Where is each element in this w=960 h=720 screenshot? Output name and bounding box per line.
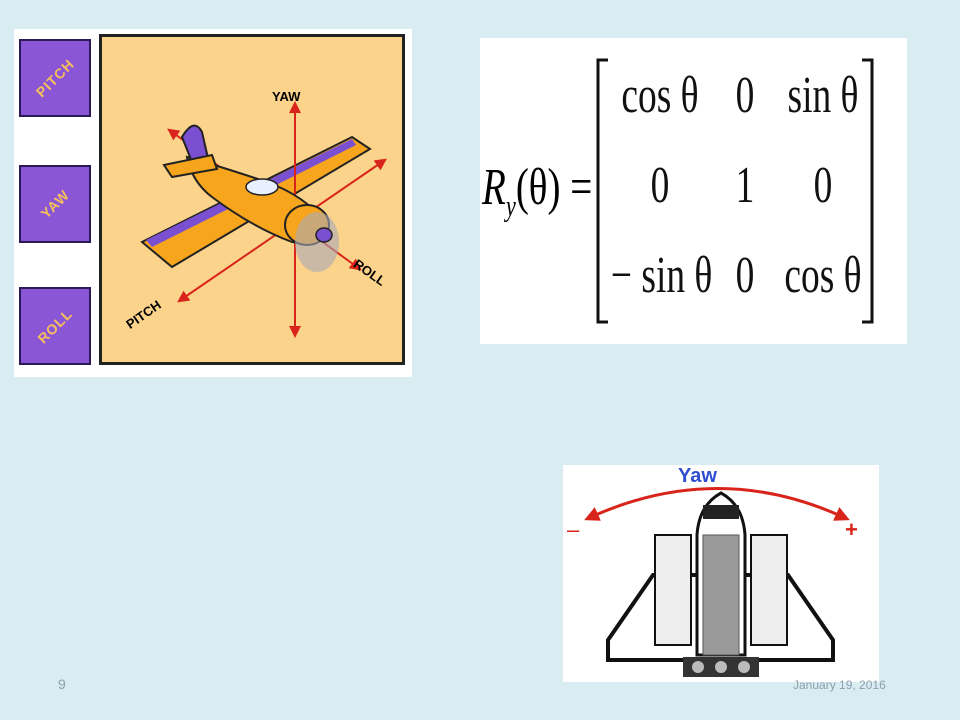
matrix-cell-2-0: − sin θ [610,247,713,304]
matrix-cell-2-1: 0 [735,247,755,304]
left-booster [654,534,692,646]
matrix-cell-2-2: cos θ [784,247,862,304]
matrix-cell-0-0: cos θ [621,67,699,124]
matrix-cell-1-0: 0 [650,157,670,214]
page-number: 9 [58,676,66,692]
yaw-arc-arrow [584,487,850,521]
roll-button[interactable]: ROLL [19,287,91,365]
shuttle-yaw-panel: Yaw – + [563,465,879,682]
roll-button-label: ROLL [34,305,76,347]
right-booster [750,534,788,646]
shuttle-drawing [584,487,850,677]
footer-date: January 19, 2016 [793,678,886,692]
matrix-cell-1-1: 1 [735,157,755,214]
matrix-lhs-subscript: y [505,189,516,223]
plus-sign: + [845,517,858,542]
airplane-canvas: YAW ROLL PITCH [99,34,405,365]
matrix-cell-1-2: 0 [813,157,833,214]
rotation-matrix-panel: Ry(θ) = cos θ 0 sin θ 0 1 0 − sin θ 0 co… [480,38,907,344]
matrix-cell-0-1: 0 [735,67,755,124]
propeller [295,212,339,272]
matrix-cell-0-2: sin θ [787,67,859,124]
external-tank [702,534,740,656]
matrix-brackets [596,58,874,324]
matrix-lhs-symbol: R [482,159,506,216]
shuttle-yaw-title: Yaw [678,465,717,487]
yaw-axis-label: YAW [272,89,301,104]
yaw-button-label: YAW [37,186,73,222]
pitch-button[interactable]: PITCH [19,39,91,117]
pitch-button-label: PITCH [32,55,78,101]
airplane-drawing [140,101,387,338]
airplane-illustration-panel: PITCH YAW ROLL YA [14,29,412,377]
matrix-lhs-argument: (θ) = [515,159,593,216]
yaw-button[interactable]: YAW [19,165,91,243]
minus-sign: – [567,517,580,542]
matrix-lhs: Ry(θ) = [482,158,592,223]
